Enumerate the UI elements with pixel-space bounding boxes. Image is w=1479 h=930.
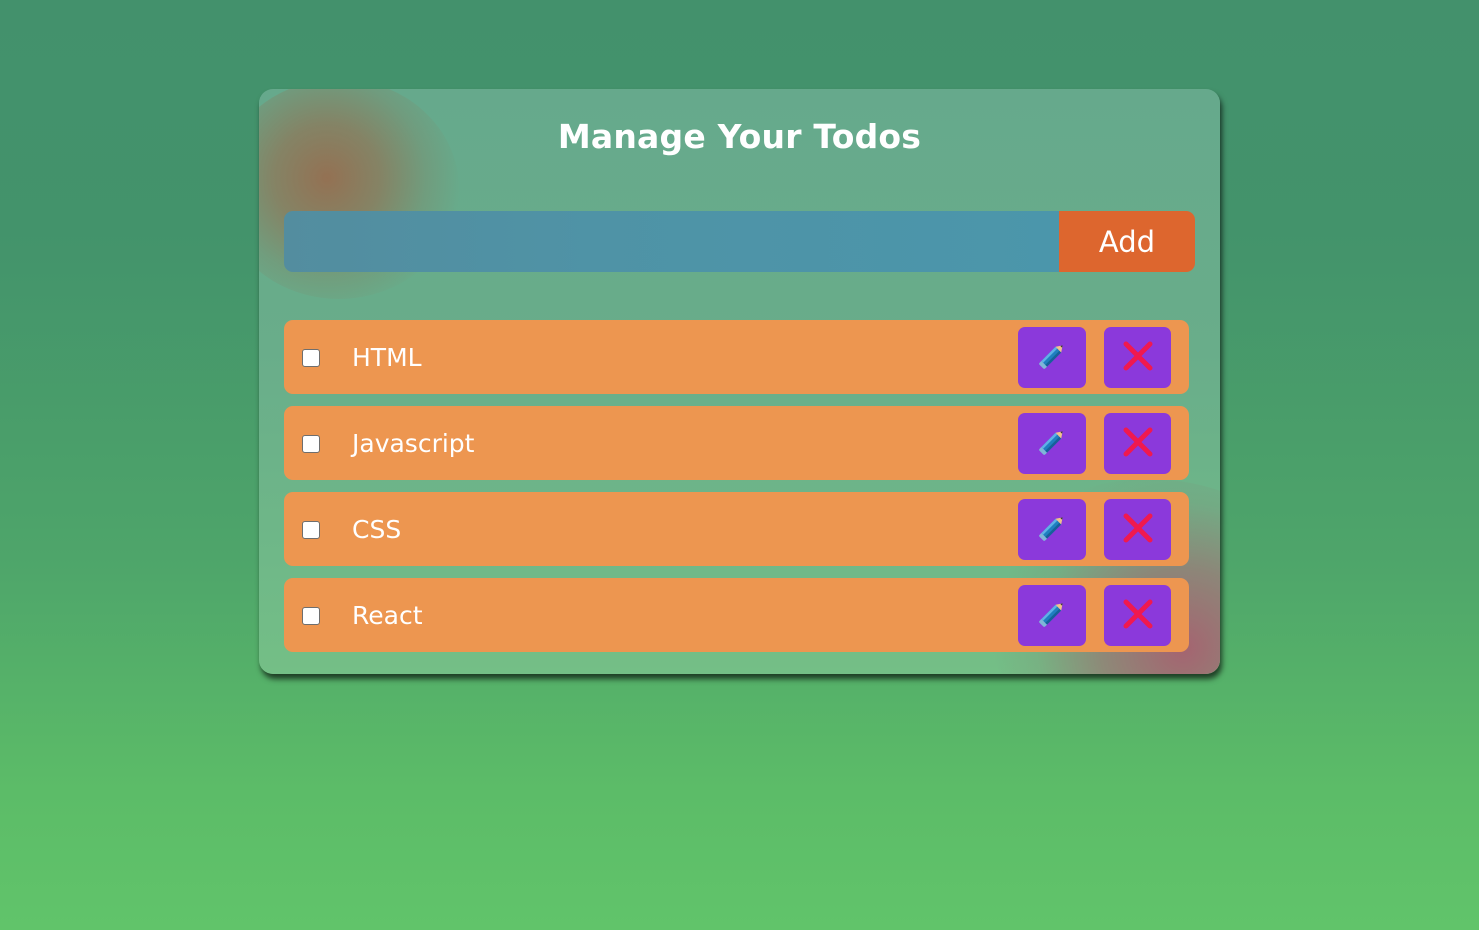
delete-button[interactable] [1104,499,1171,560]
edit-button[interactable] [1018,499,1086,560]
todo-checkbox[interactable] [302,435,320,453]
todo-text: React [352,601,423,630]
pencil-icon [1035,339,1069,376]
todo-item: HTML [284,320,1189,394]
pencil-icon [1035,597,1069,634]
todo-item: CSS [284,492,1189,566]
todo-text: CSS [352,515,402,544]
add-todo-form: Add [284,211,1195,272]
edit-button[interactable] [1018,413,1086,474]
page-title: Manage Your Todos [557,117,922,156]
cross-mark-icon [1121,425,1155,462]
todo-text: Javascript [352,429,475,458]
todo-list: HTML [284,320,1189,664]
todo-input[interactable] [284,211,1059,272]
todo-text: HTML [352,343,422,372]
todo-checkbox[interactable] [302,349,320,367]
cross-mark-icon [1121,511,1155,548]
edit-button[interactable] [1018,585,1086,646]
cross-mark-icon [1121,339,1155,376]
delete-button[interactable] [1104,413,1171,474]
delete-button[interactable] [1104,327,1171,388]
todo-item: Javascript [284,406,1189,480]
todo-checkbox[interactable] [302,607,320,625]
pencil-icon [1035,425,1069,462]
pencil-icon [1035,511,1069,548]
todo-item: React [284,578,1189,652]
delete-button[interactable] [1104,585,1171,646]
cross-mark-icon [1121,597,1155,634]
edit-button[interactable] [1018,327,1086,388]
add-button[interactable]: Add [1059,211,1195,272]
todo-card: Manage Your Todos Add HTML [259,89,1220,674]
todo-checkbox[interactable] [302,521,320,539]
